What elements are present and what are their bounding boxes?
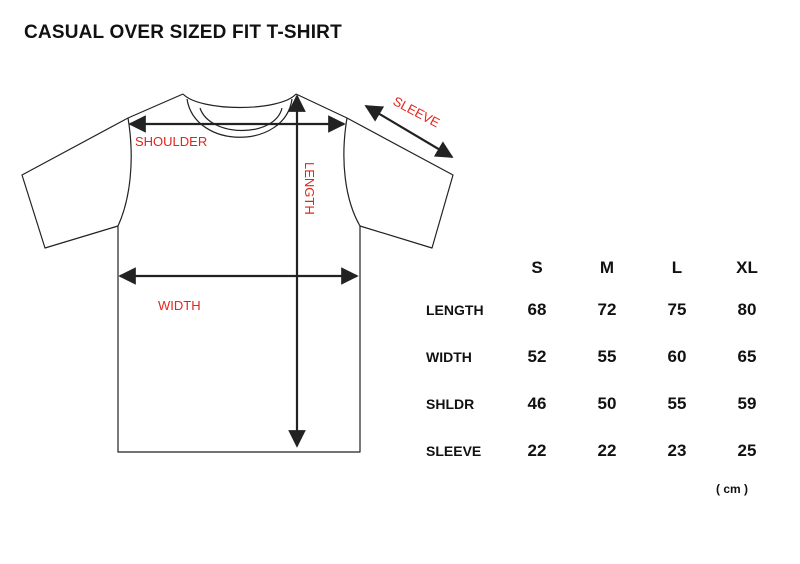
page-title: CASUAL OVER SIZED FIT T-SHIRT [24, 22, 342, 43]
table-cell: 80 [737, 299, 757, 319]
table-cell: 22 [597, 440, 617, 460]
table-corner [420, 250, 502, 286]
table-cell: 25 [737, 440, 757, 460]
table-row-length: LENGTH 68 72 75 80 [420, 286, 782, 333]
tshirt-outline [21, 93, 454, 453]
table-cell: 59 [737, 393, 757, 413]
table-row-width: WIDTH 52 55 60 65 [420, 333, 782, 380]
size-header-xl: XL [736, 258, 758, 277]
table-cell: 65 [737, 346, 757, 366]
table-cell: 55 [667, 393, 687, 413]
unit-label: ( cm ) [716, 482, 749, 496]
size-chart-table: S M L XL LENGTH 68 72 75 80 WIDTH 52 55 … [420, 250, 782, 474]
table-cell: 46 [527, 393, 547, 413]
row-label: SLEEVE [426, 442, 482, 459]
table-cell: 23 [667, 440, 687, 460]
table-row-sleeve: SLEEVE 22 22 23 25 [420, 427, 782, 474]
row-label: LENGTH [426, 301, 484, 318]
size-header-s: S [531, 258, 543, 277]
row-label: WIDTH [426, 348, 472, 365]
size-header-row: S M L XL [420, 250, 782, 286]
table-cell: 75 [667, 299, 687, 319]
table-cell: 72 [597, 299, 617, 319]
length-label: LENGTH [302, 162, 317, 215]
size-header-l: L [671, 258, 683, 277]
shoulder-label: SHOULDER [135, 134, 207, 149]
table-cell: 60 [667, 346, 687, 366]
table-cell: 68 [527, 299, 547, 319]
table-cell: 52 [527, 346, 547, 366]
size-header-m: M [599, 258, 615, 277]
table-row-shoulder: SHLDR 46 50 55 59 [420, 380, 782, 427]
table-cell: 55 [597, 346, 617, 366]
row-label: SHLDR [426, 395, 475, 412]
sleeve-arrow [364, 105, 454, 158]
table-cell: 50 [597, 393, 617, 413]
measure-arrows [118, 94, 454, 448]
table-cell: 22 [527, 440, 547, 460]
width-label: WIDTH [158, 298, 201, 313]
